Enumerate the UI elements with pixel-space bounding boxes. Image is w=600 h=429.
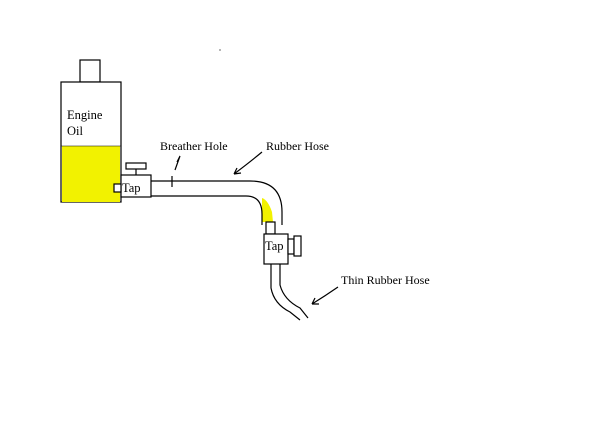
tap-label-upper: Tap [122,181,141,195]
lower-tap-neck [265,221,276,235]
engine-oil-tank: Engine Oil [60,59,122,203]
tap-label-lower: Tap [265,239,284,253]
breather-arrow [174,155,181,171]
tank-cap [79,59,101,83]
thin-hose-right-wall [279,264,309,319]
label-thin-hose: Thin Rubber Hose [311,273,430,305]
breather-hole-label: Breather Hole [160,139,228,153]
thin-hose-arrow [311,286,339,305]
lower-tap-knob [293,235,302,257]
rubber-hose [151,176,283,225]
tank-oil-fill [62,146,120,202]
tap-stub [113,183,122,193]
rubber-hose-label: Rubber Hose [266,139,329,153]
lower-tap: Tap [263,221,302,265]
label-breather-hole: Breather Hole [160,139,228,171]
hose-outer-wall [151,180,283,225]
tap-handle-top [125,162,147,170]
rubber-hose-arrow [233,151,263,175]
thin-hose-label: Thin Rubber Hose [341,273,430,287]
tank-label-engine: Engine [67,108,103,122]
lower-tap-body [263,233,289,265]
hose-inner-wall [151,195,263,225]
upper-tap: Tap [113,162,152,198]
thin-hose-left-wall [270,264,301,321]
tank-label-oil: Oil [67,124,84,138]
hose-oil-fill [262,198,273,222]
stray-dot [219,49,221,51]
label-rubber-hose: Rubber Hose [233,139,329,175]
lower-tap-handle [287,238,295,255]
thin-rubber-hose [270,264,309,321]
